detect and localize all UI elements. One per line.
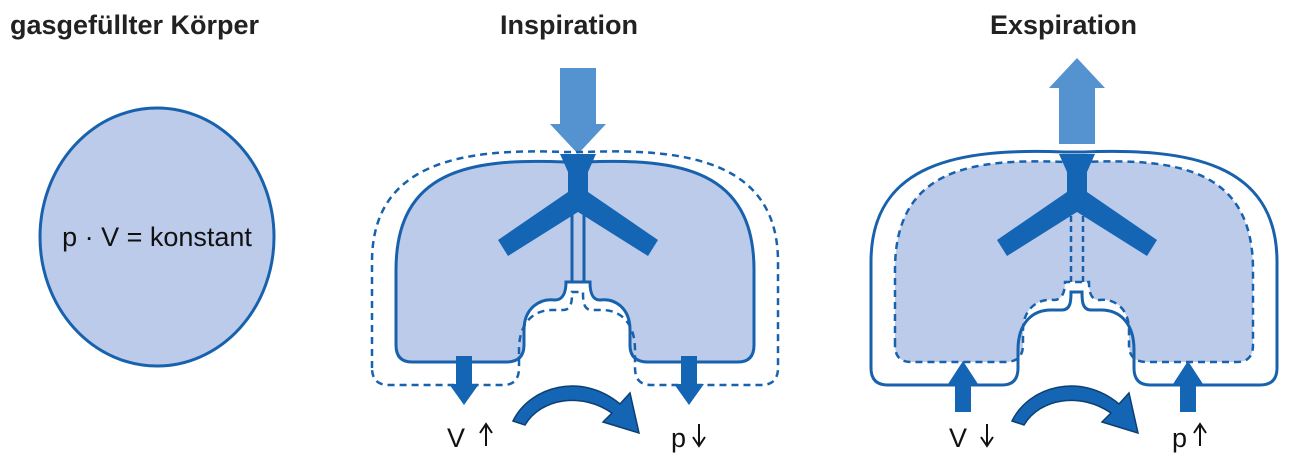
panel-title-expiration: Exspiration [990,10,1138,40]
inspiration-curved-arrow [511,385,641,435]
inspiration-airflow-arrow [550,68,606,154]
gas-body-ellipse [38,106,276,368]
gas-law-formula: p · V = konstant [62,222,252,252]
inspiration-panel: V p [370,68,780,453]
inspiration-pressure-down-icon [692,424,706,448]
expiration-pressure-label: p [1172,423,1187,453]
inspiration-volume-label: V [447,423,465,453]
gas-body: p · V = konstant [38,106,276,368]
expiration-airflow-arrow [1049,58,1105,144]
inspiration-pressure-label: p [671,423,686,453]
panel-title-gas-body: gasgefüllter Körper [10,10,260,40]
expiration-curved-arrow [1010,385,1140,435]
inspiration-volume-up-icon [479,422,493,446]
expiration-right-up-arrow [1173,361,1203,412]
expiration-volume-label: V [949,423,967,453]
panel-title-inspiration: Inspiration [500,10,639,40]
inspiration-left-down-arrow [449,356,479,405]
expiration-pressure-up-icon [1193,422,1207,446]
expiration-volume-down-icon [980,424,994,448]
expiration-left-up-arrow [948,361,978,412]
expiration-panel: V p [869,58,1279,453]
inspiration-right-down-arrow [674,356,704,405]
